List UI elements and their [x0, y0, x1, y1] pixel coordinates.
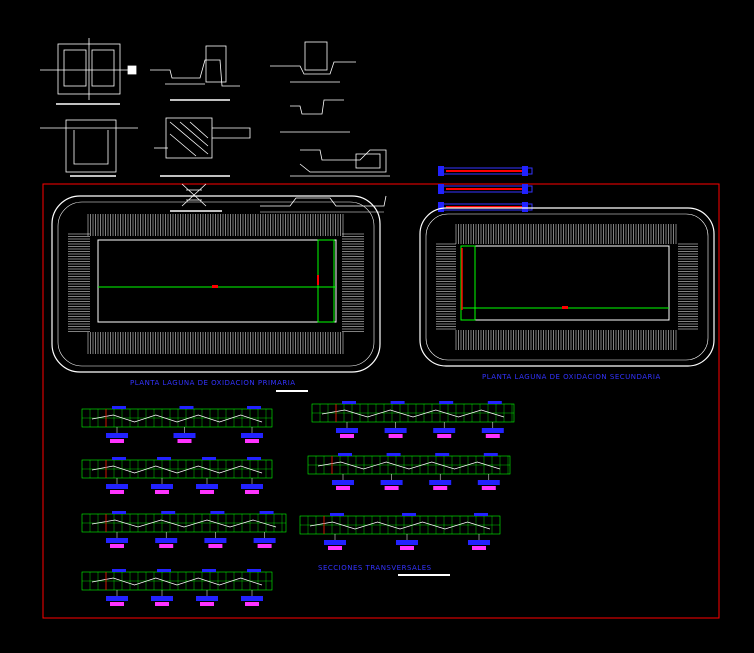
pipe-detail-1: [438, 166, 533, 176]
cross-section-3: [81, 511, 287, 548]
detail-inlet-hatched: [154, 117, 251, 177]
cross-sections-label: SECCIONES TRANSVERSALES: [318, 564, 432, 572]
pipe-detail-2: [438, 184, 533, 194]
secondary-lagoon-outer-berm: [419, 207, 715, 367]
secondary-lagoon: PLANTA LAGUNA DE OXIDACION SECUNDARIA: [419, 207, 715, 381]
cross-section-7: [299, 513, 501, 550]
cross-section-5: [311, 401, 515, 438]
detail-outlet-longitudinal: [290, 149, 390, 177]
cross-section-4: [81, 569, 273, 606]
cross-section-1: [81, 406, 273, 443]
cross-section-2: [81, 457, 273, 494]
pipe-detail-3: [438, 202, 533, 212]
detail-outlet-section: [270, 41, 356, 133]
primary-lagoon-outer-berm: [51, 195, 381, 373]
primary-lagoon-label: PLANTA LAGUNA DE OXIDACION PRIMARIA: [130, 379, 296, 387]
primary-lagoon-inner-bottom: [97, 239, 337, 323]
cross-section-6: [307, 453, 511, 490]
detail-structure-section-1: [40, 119, 138, 177]
cross-sections-group: [81, 401, 515, 606]
primary-lagoon: PLANTA LAGUNA DE OXIDACION PRIMARIA: [51, 183, 387, 392]
secondary-lagoon-label: PLANTA LAGUNA DE OXIDACION SECUNDARIA: [482, 373, 661, 381]
drawing-frame: [42, 183, 720, 619]
detail-inlet-section: [150, 45, 240, 101]
detail-structure-plan-1: [40, 38, 137, 105]
